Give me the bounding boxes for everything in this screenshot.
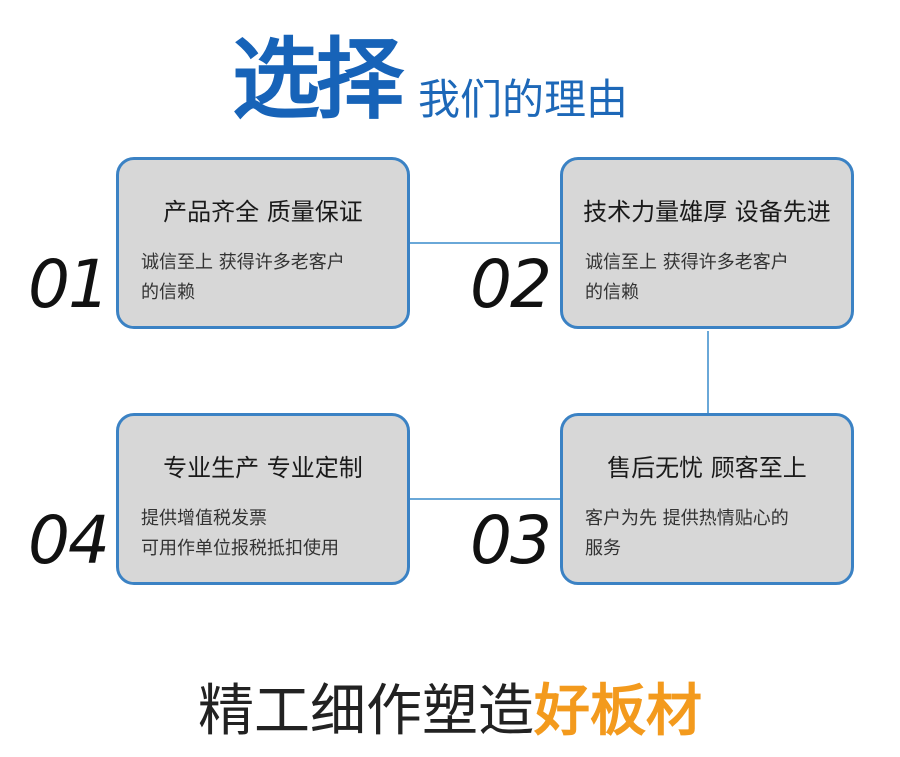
page-subtitle: 我们的理由 xyxy=(418,75,629,124)
card-description-line: 可用作单位报税抵扣使用 xyxy=(141,538,339,559)
card-title: 技术力量雄厚 设备先进 xyxy=(583,198,831,226)
card-description-line: 诚信至上 获得许多老客户 xyxy=(141,252,345,273)
page-title: 选择 xyxy=(232,28,404,131)
card-description: 客户为先 提供热情贴心的 服务 xyxy=(585,504,837,564)
card-title: 专业生产 专业定制 xyxy=(163,454,363,482)
connector-line-right xyxy=(707,331,709,415)
card-title: 产品齐全 质量保证 xyxy=(163,198,363,226)
card-description-line: 诚信至上 获得许多老客户 xyxy=(585,252,789,273)
card-description: 诚信至上 获得许多老客户 的信赖 xyxy=(585,248,837,308)
card-description-line: 的信赖 xyxy=(141,282,195,303)
footer-slogan: 精工细作塑造好板材 xyxy=(0,676,900,748)
card-description: 提供增值税发票 可用作单位报税抵扣使用 xyxy=(141,504,393,564)
card-description-line: 客户为先 提供热情贴心的 xyxy=(585,508,789,529)
card-number-04: 04 xyxy=(28,502,110,579)
slogan-accent-text: 好板材 xyxy=(534,679,702,744)
reason-card-04: 专业生产 专业定制 提供增值税发票 可用作单位报税抵扣使用 xyxy=(116,413,410,585)
card-number-01: 01 xyxy=(28,246,110,323)
reason-card-02: 技术力量雄厚 设备先进 诚信至上 获得许多老客户 的信赖 xyxy=(560,157,854,329)
card-title: 售后无忧 顾客至上 xyxy=(607,454,807,482)
reason-card-01: 产品齐全 质量保证 诚信至上 获得许多老客户 的信赖 xyxy=(116,157,410,329)
card-description-line: 的信赖 xyxy=(585,282,639,303)
page-header: 选择 我们的理由 xyxy=(0,24,900,134)
card-number-03: 03 xyxy=(470,502,552,579)
card-description-line: 提供增值税发票 xyxy=(141,508,267,529)
connector-line-bottom xyxy=(410,498,562,500)
reason-card-03: 售后无忧 顾客至上 客户为先 提供热情贴心的 服务 xyxy=(560,413,854,585)
card-number-02: 02 xyxy=(470,246,552,323)
card-description: 诚信至上 获得许多老客户 的信赖 xyxy=(141,248,393,308)
slogan-main-text: 精工细作塑造 xyxy=(198,679,534,744)
connector-line-top xyxy=(410,242,562,244)
card-description-line: 服务 xyxy=(585,538,621,559)
